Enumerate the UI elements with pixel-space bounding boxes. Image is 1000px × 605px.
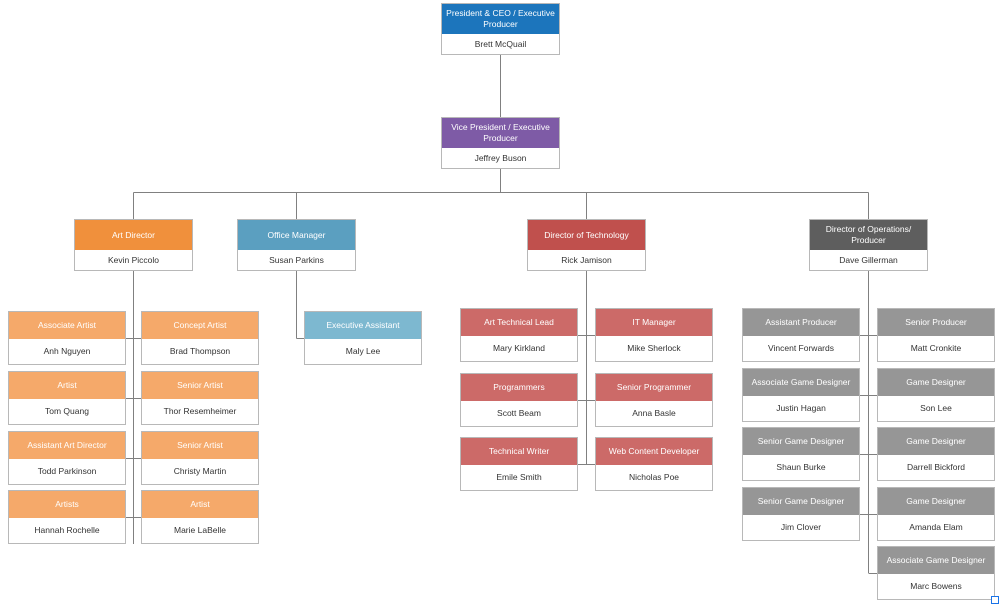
org-node-title: Senior Game Designer <box>743 428 859 455</box>
org-node-title: Associate Artist <box>9 312 125 339</box>
org-node-person-name: Anna Basle <box>596 401 712 426</box>
org-node-title: Technical Writer <box>461 438 577 465</box>
org-node-title: Senior Game Designer <box>743 488 859 515</box>
org-node-title: Game Designer <box>878 488 994 515</box>
selection-handle-bottom-right[interactable] <box>991 596 999 604</box>
org-node-title: Assistant Art Director <box>9 432 125 459</box>
org-node-person-name: Mary Kirkland <box>461 336 577 361</box>
org-node-title: Game Designer <box>878 369 994 396</box>
org-node-person-name: Tom Quang <box>9 399 125 424</box>
org-node-title: Artist <box>9 372 125 399</box>
org-node-title: Associate Game Designer <box>743 369 859 396</box>
org-node-person-name: Mike Sherlock <box>596 336 712 361</box>
org-node-title: Director of Technology <box>528 220 645 250</box>
org-node-title: Senior Artist <box>142 372 258 399</box>
org-node-person-name: Susan Parkins <box>238 250 355 270</box>
org-node-title: Office Manager <box>238 220 355 250</box>
org-node-title: Web Content Developer <box>596 438 712 465</box>
org-node-title: President & CEO / Executive Producer <box>442 4 559 34</box>
org-node-person-name: Hannah Rochelle <box>9 518 125 543</box>
org-node-person-name: Darrell Bickford <box>878 455 994 480</box>
org-node-person-name: Jeffrey Buson <box>442 148 559 168</box>
org-node-person-name: Amanda Elam <box>878 515 994 540</box>
org-node-title: Senior Programmer <box>596 374 712 401</box>
org-node-person-name: Marc Bowens <box>878 574 994 599</box>
org-node-title: Senior Artist <box>142 432 258 459</box>
org-node-title: Game Designer <box>878 428 994 455</box>
org-node-person-name: Emile Smith <box>461 465 577 490</box>
org-node-title: Executive Assistant <box>305 312 421 339</box>
org-node-person-name: Nicholas Poe <box>596 465 712 490</box>
org-node-person-name: Rick Jamison <box>528 250 645 270</box>
org-node-person-name: Son Lee <box>878 396 994 421</box>
org-node-title: Associate Game Designer <box>878 547 994 574</box>
org-node-title: Director of Operations/ Producer <box>810 220 927 250</box>
org-node-person-name: Matt Cronkite <box>878 336 994 361</box>
org-node-person-name: Scott Beam <box>461 401 577 426</box>
org-node-person-name: Brad Thompson <box>142 339 258 364</box>
org-node-person-name: Jim Clover <box>743 515 859 540</box>
org-node-title: Senior Producer <box>878 309 994 336</box>
org-node-person-name: Todd Parkinson <box>9 459 125 484</box>
org-node-person-name: Shaun Burke <box>743 455 859 480</box>
org-node-person-name: Justin Hagan <box>743 396 859 421</box>
org-node-title: Assistant Producer <box>743 309 859 336</box>
org-node-person-name: Anh Nguyen <box>9 339 125 364</box>
org-node-title: Art Technical Lead <box>461 309 577 336</box>
org-node-title: Vice President / Executive Producer <box>442 118 559 148</box>
org-node-title: IT Manager <box>596 309 712 336</box>
org-node-person-name: Christy Martin <box>142 459 258 484</box>
org-node-person-name: Thor Resemheimer <box>142 399 258 424</box>
org-node-title: Artists <box>9 491 125 518</box>
org-node-person-name: Kevin Piccolo <box>75 250 192 270</box>
org-node-title: Artist <box>142 491 258 518</box>
org-node-title: Art Director <box>75 220 192 250</box>
org-node-person-name: Dave Gillerman <box>810 250 927 270</box>
org-node-person-name: Vincent Forwards <box>743 336 859 361</box>
org-node-title: Programmers <box>461 374 577 401</box>
org-node-person-name: Marie LaBelle <box>142 518 258 543</box>
org-node-person-name: Maly Lee <box>305 339 421 364</box>
org-node-title: Concept Artist <box>142 312 258 339</box>
org-node-person-name: Brett McQuail <box>442 34 559 54</box>
